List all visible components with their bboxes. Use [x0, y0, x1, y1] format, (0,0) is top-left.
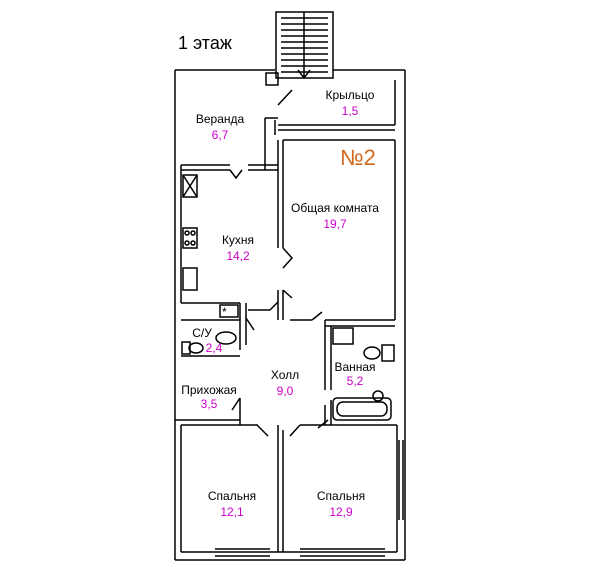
- room-area-porch: 1,5: [341, 104, 359, 118]
- interior-walls: [181, 118, 397, 552]
- room-area-entry: 3,5: [200, 397, 218, 411]
- room-area-wc: 2,4: [205, 341, 223, 355]
- room-area-living: 19,7: [323, 217, 347, 231]
- outer-walls: [174, 69, 406, 561]
- room-area-bath: 5,2: [346, 374, 364, 388]
- room-area-bedroom-2: 12,9: [329, 505, 353, 519]
- asterisk-icon: *: [222, 305, 227, 319]
- room-name-entry: Прихожая: [181, 383, 237, 397]
- bath-fixtures: [332, 327, 395, 421]
- room-area-hall: 9,0: [276, 384, 294, 398]
- room-name-bedroom-1: Спальня: [207, 489, 257, 503]
- wc-fixtures: [181, 331, 237, 355]
- room-area-bedroom-1: 12,1: [220, 505, 244, 519]
- room-name-living: Общая комната: [291, 201, 379, 215]
- room-name-bedroom-2: Спальня: [316, 489, 366, 503]
- doors: [229, 169, 329, 437]
- room-area-kitchen: 14,2: [226, 249, 250, 263]
- room-name-hall: Холл: [270, 368, 300, 382]
- room-name-veranda: Веранда: [195, 112, 245, 126]
- floor-title: 1 этаж: [178, 33, 232, 53]
- staircase: [275, 11, 334, 80]
- room-name-wc: С/У: [192, 326, 212, 340]
- room-name-kitchen: Кухня: [221, 233, 255, 247]
- plan-number: №2: [340, 145, 376, 170]
- room-name-porch: Крыльцо: [325, 88, 375, 102]
- room-name-bath: Ванная: [334, 360, 376, 374]
- kitchen-fixtures: [182, 174, 239, 318]
- room-area-veranda: 6,7: [211, 128, 229, 142]
- veranda-walls: [265, 72, 395, 135]
- windows: [215, 440, 404, 557]
